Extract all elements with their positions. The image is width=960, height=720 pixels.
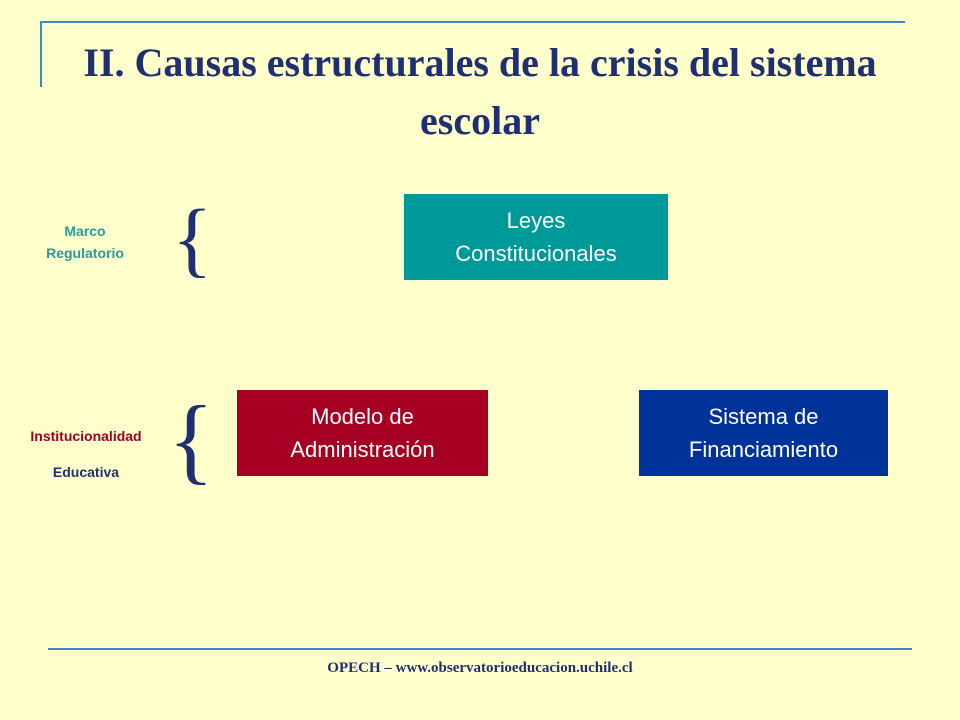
footer-divider xyxy=(48,648,912,650)
box-leyes-constitucionales: Leyes Constitucionales xyxy=(404,194,668,280)
label-institucionalidad-educativa: Institucionalidad Educativa xyxy=(6,418,166,490)
box-leyes-line1: Leyes xyxy=(506,208,566,233)
label-inst-line2: Educativa xyxy=(52,464,120,480)
box-sistema-line1: Sistema de xyxy=(708,404,819,429)
label-inst-line1: Institucionalidad xyxy=(30,428,142,444)
label-marco-line1: Marco xyxy=(64,223,106,239)
slide-title: II. Causas estructurales de la crisis de… xyxy=(83,40,877,143)
label-marco-line2: Regulatorio xyxy=(46,245,124,261)
box-modelo-administracion: Modelo de Administración xyxy=(237,390,488,476)
box-leyes-line2: Constitucionales xyxy=(455,241,617,266)
left-frame-line xyxy=(40,21,42,87)
footer-credit: OPECH – www.observatorioeducacion.uchile… xyxy=(327,660,633,676)
box-modelo-line1: Modelo de xyxy=(311,404,414,429)
box-sistema-line2: Financiamiento xyxy=(688,437,839,462)
label-marco-regulatorio: Marco Regulatorio xyxy=(20,220,150,264)
left-brace-institucionalidad: { xyxy=(168,386,215,493)
top-frame-line xyxy=(40,21,905,23)
left-brace-marco: { xyxy=(172,193,213,286)
box-modelo-line2: Administración xyxy=(290,437,435,462)
box-sistema-financiamiento: Sistema de Financiamiento xyxy=(639,390,888,476)
